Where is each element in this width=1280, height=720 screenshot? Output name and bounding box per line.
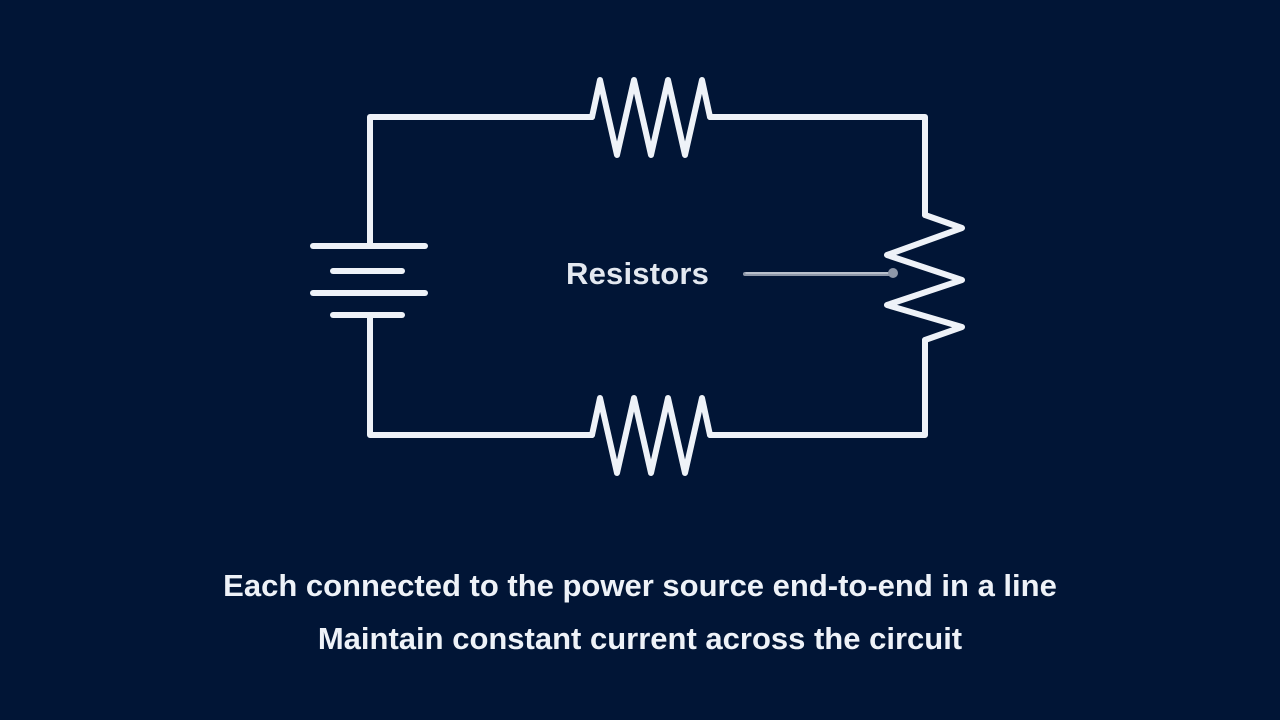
bottom-resistor <box>589 395 713 476</box>
top-right-wire <box>707 114 928 218</box>
bottom-left-wire <box>367 313 595 438</box>
battery-icon <box>310 243 428 318</box>
right-bottom-wire <box>707 337 928 438</box>
right-resistor <box>884 212 965 343</box>
caption-line-2: Maintain constant current across the cir… <box>317 621 963 656</box>
callout-anchor-dot <box>888 268 898 278</box>
top-resistor <box>589 77 713 158</box>
caption-line-1: Each connected to the power source end-t… <box>223 568 1057 603</box>
top-wire <box>367 114 595 248</box>
resistors-label: Resistors <box>566 256 710 291</box>
